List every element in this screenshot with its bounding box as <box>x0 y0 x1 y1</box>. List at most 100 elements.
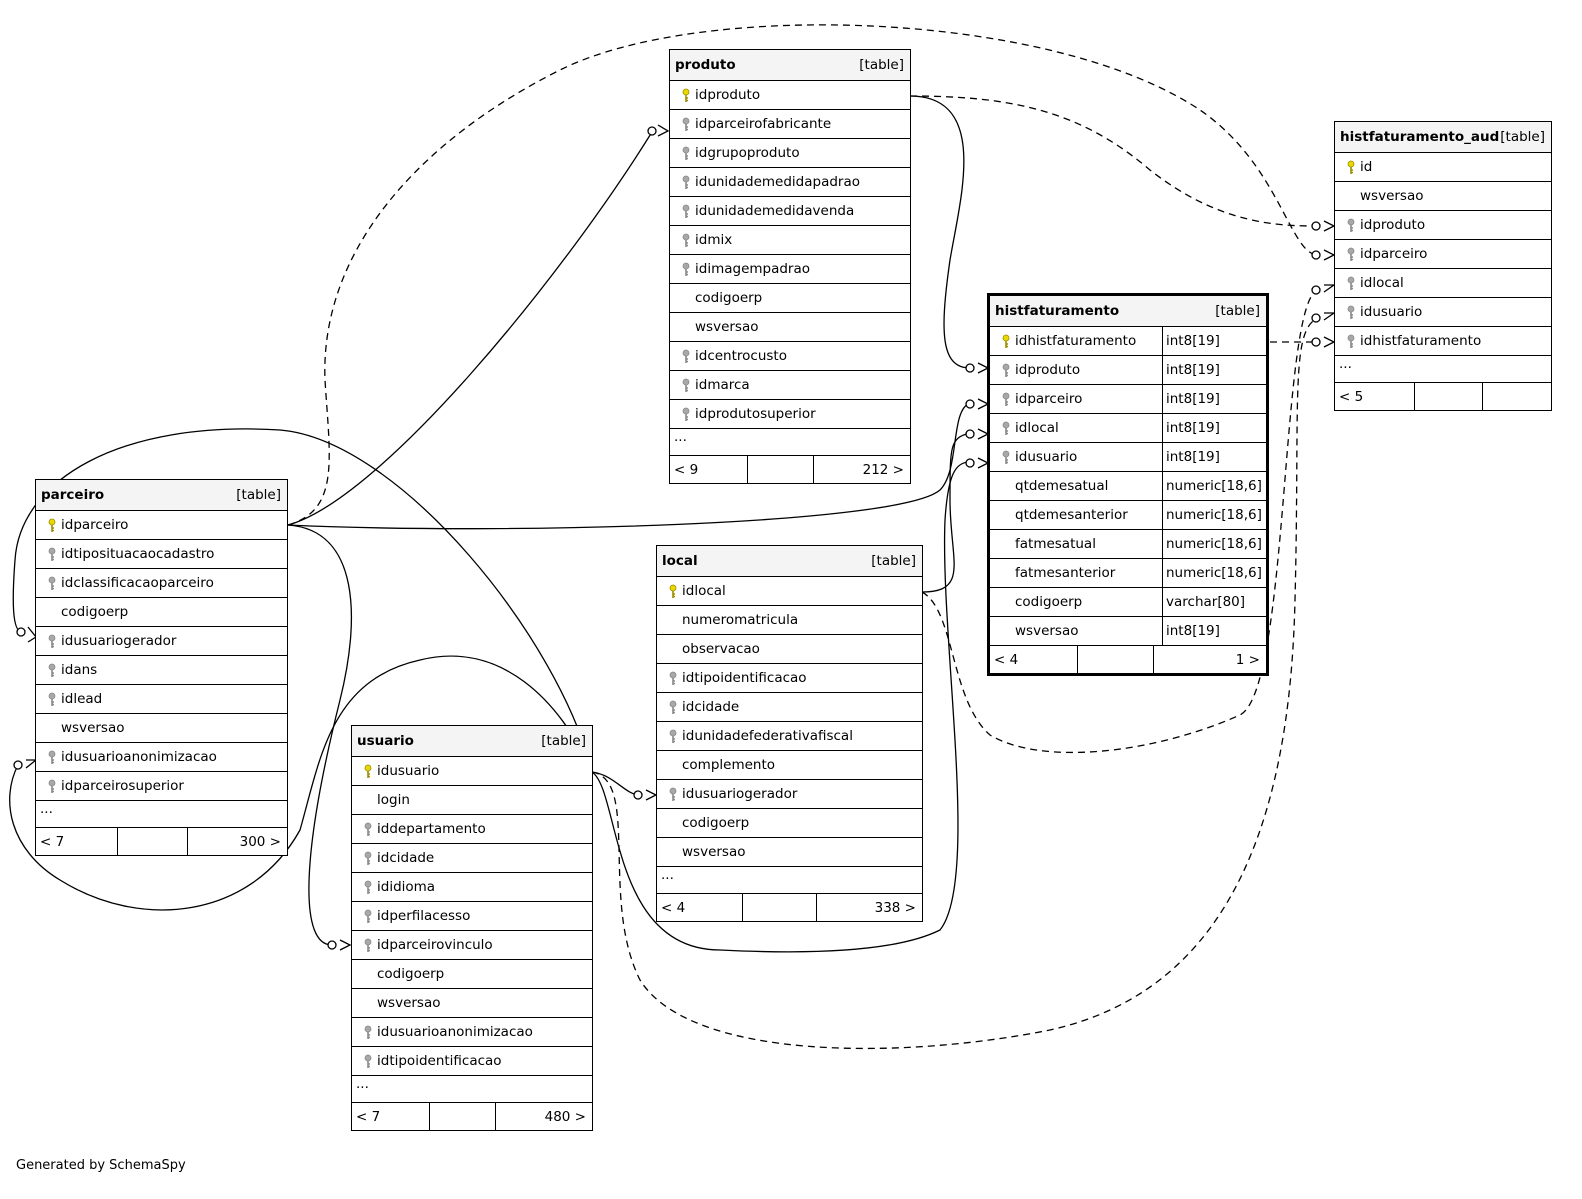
column-row[interactable]: idparceirovinculo <box>352 931 592 960</box>
children-rows-count[interactable]: 300 > <box>239 833 281 850</box>
children-rows-count[interactable]: 212 > <box>862 461 904 478</box>
column-name-cell: idparceiro <box>1335 240 1551 268</box>
column-row[interactable]: idusuario <box>1335 298 1551 327</box>
table-name[interactable]: local <box>662 553 698 569</box>
column-row[interactable]: idproduto <box>670 81 910 110</box>
column-row[interactable]: idprodutosuperior <box>670 400 910 429</box>
children-rows-count[interactable]: 338 > <box>874 899 916 916</box>
more-columns-ellipsis[interactable]: ... <box>670 429 910 456</box>
children-rows-count[interactable]: 480 > <box>544 1108 586 1125</box>
column-row[interactable]: idusuario <box>352 757 592 786</box>
column-row[interactable]: idans <box>36 656 287 685</box>
column-name-cell: idusuariogerador <box>657 780 922 808</box>
column-row[interactable]: idimagempadrao <box>670 255 910 284</box>
column-row[interactable]: wsversao <box>1335 182 1551 211</box>
column-row[interactable]: wsversao <box>657 838 922 867</box>
foreign-key-icon <box>682 233 690 247</box>
column-row[interactable]: idperfilacesso <box>352 902 592 931</box>
table-footer: < 9 212 > <box>670 456 910 483</box>
column-row[interactable]: idparceiro <box>1335 240 1551 269</box>
column-row[interactable]: codigoerp <box>36 598 287 627</box>
column-row[interactable]: idusuarioanonimizacao <box>36 743 287 772</box>
column-row[interactable]: idparceirosuperior <box>36 772 287 801</box>
column-row[interactable]: idparceiro <box>36 511 287 540</box>
column-row[interactable]: codigoerp <box>670 284 910 313</box>
column-row[interactable]: id <box>1335 153 1551 182</box>
column-row[interactable]: idunidadefederativafiscal <box>657 722 922 751</box>
column-row[interactable]: idtipoidentificacao <box>352 1047 592 1076</box>
column-row[interactable]: complemento <box>657 751 922 780</box>
column-row[interactable]: idcentrocusto <box>670 342 910 371</box>
column-row[interactable]: idcidade <box>657 693 922 722</box>
parents-count[interactable]: < 4 <box>990 646 1078 673</box>
column-name-cell: wsversao <box>657 838 922 866</box>
column-row[interactable]: idhistfaturamento <box>1335 327 1551 356</box>
table-name[interactable]: parceiro <box>41 487 105 503</box>
column-row[interactable]: idmarca <box>670 371 910 400</box>
column-row[interactable]: idunidademedidapadrao <box>670 168 910 197</box>
table-name[interactable]: histfaturamento_aud <box>1340 129 1500 145</box>
column-row[interactable]: idcidade <box>352 844 592 873</box>
column-row[interactable]: idlocal <box>1335 269 1551 298</box>
parents-count[interactable]: < 7 <box>352 1103 430 1130</box>
column-row[interactable]: idtipoidentificacao <box>657 664 922 693</box>
column-row[interactable]: login <box>352 786 592 815</box>
column-row[interactable]: idlocal <box>657 577 922 606</box>
column-row[interactable]: ididioma <box>352 873 592 902</box>
children-rows-count[interactable]: 1 > <box>1235 651 1260 668</box>
column-row[interactable]: wsversao <box>36 714 287 743</box>
column-row[interactable]: wsversao <box>352 989 592 1018</box>
column-type: int8[19] <box>1162 356 1266 384</box>
column-row[interactable]: numeromatricula <box>657 606 922 635</box>
column-row[interactable]: idproduto <box>1335 211 1551 240</box>
table-name[interactable]: usuario <box>357 733 414 749</box>
column-row[interactable]: codigoerp <box>657 809 922 838</box>
column-name: idtipoidentificacao <box>377 1053 502 1069</box>
more-columns-ellipsis[interactable]: ... <box>1335 356 1551 383</box>
more-columns-ellipsis[interactable]: ... <box>352 1076 592 1103</box>
column-row[interactable]: idunidademedidavenda <box>670 197 910 226</box>
parents-count[interactable]: < 5 <box>1335 383 1415 410</box>
parents-count[interactable]: < 7 <box>36 828 118 855</box>
column-row[interactable]: idusuariogerador <box>657 780 922 809</box>
column-row[interactable]: codigoerp <box>352 960 592 989</box>
column-row[interactable]: idtipositua​caocadastro <box>36 540 287 569</box>
column-row[interactable]: iddepartamento <box>352 815 592 844</box>
column-row[interactable]: idmix <box>670 226 910 255</box>
column-row[interactable]: idusuarioanonimizacao <box>352 1018 592 1047</box>
children-rows-count[interactable] <box>1483 383 1551 410</box>
table-header: parceiro[table] <box>36 480 287 511</box>
table-name[interactable]: produto <box>675 57 736 73</box>
table-name[interactable]: histfaturamento <box>995 303 1120 319</box>
parents-count[interactable]: < 9 <box>670 456 748 483</box>
column-name-cell: idtipoidentificacao <box>657 664 922 692</box>
column-row[interactable]: wsversao <box>670 313 910 342</box>
column-row[interactable]: observacao <box>657 635 922 664</box>
column-row[interactable]: idclassificacaoparceiro <box>36 569 287 598</box>
column-row[interactable]: idusuariogerador <box>36 627 287 656</box>
column-row[interactable]: idparceirofabricante <box>670 110 910 139</box>
column-row[interactable]: idlead <box>36 685 287 714</box>
foreign-key-icon <box>669 700 677 714</box>
parents-count[interactable]: < 4 <box>657 894 743 921</box>
column-row[interactable]: idgrupoproduto <box>670 139 910 168</box>
more-columns-ellipsis[interactable]: ... <box>657 867 922 894</box>
more-columns-ellipsis[interactable]: ... <box>36 801 287 828</box>
